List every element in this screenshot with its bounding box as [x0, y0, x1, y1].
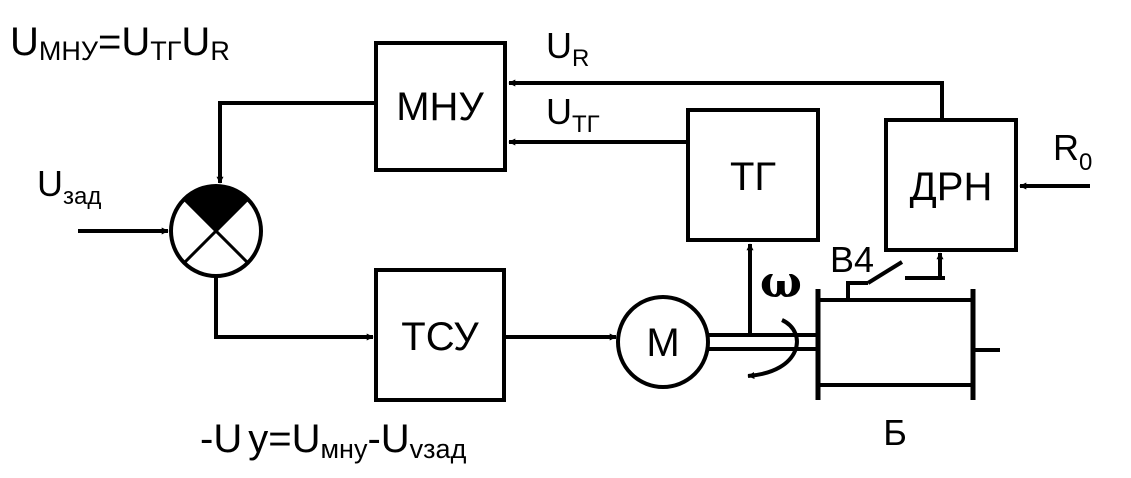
drum: Б — [815, 289, 1000, 453]
mnu-to-sum-wire — [216, 101, 376, 184]
u-zad-label: Uзад — [37, 163, 101, 210]
tsu-block: ТСУ — [374, 268, 506, 402]
tg-block: ТГ — [686, 108, 820, 242]
drn-to-mnu-wire — [508, 79, 944, 120]
tg-label: ТГ — [730, 155, 776, 199]
mnu-block: МНУ — [374, 41, 507, 172]
drn-label: ДРН — [910, 165, 993, 209]
switch-b4: В4 — [830, 239, 945, 298]
sum-to-tsu-wire — [214, 276, 374, 341]
rotation-arrow: ω — [747, 257, 802, 380]
motor-label: М — [646, 321, 679, 365]
connections — [78, 79, 1090, 341]
motor: М — [616, 295, 710, 389]
motor-shaft — [708, 333, 818, 351]
u-tg-label: UТГ — [546, 91, 600, 138]
r0-label: R0 — [1053, 127, 1092, 176]
switch-label: В4 — [830, 239, 874, 280]
omega-label: ω — [760, 257, 802, 308]
drn-block: ДРН — [884, 118, 1018, 252]
u-r-label: UR — [546, 25, 589, 72]
tsu-label: ТСУ — [401, 315, 479, 359]
equation-top: UМНУ=UТГUR — [10, 20, 230, 66]
drum-label: Б — [883, 412, 907, 453]
mnu-label: МНУ — [396, 85, 484, 129]
summing-junction — [169, 184, 263, 278]
